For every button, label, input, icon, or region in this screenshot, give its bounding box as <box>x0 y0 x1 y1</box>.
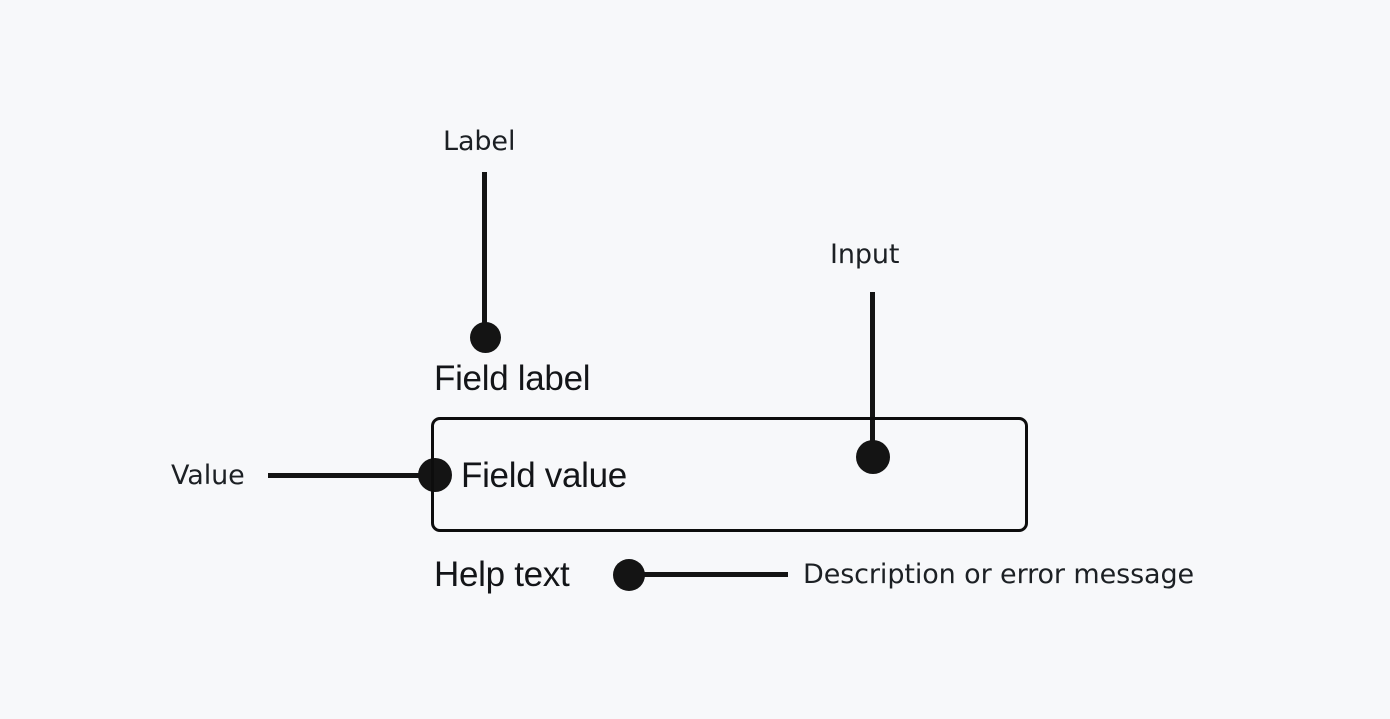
field-value-text[interactable]: Field value <box>461 456 627 495</box>
annotation-label-text: Label <box>443 126 516 157</box>
anchor-dot-label <box>470 322 501 353</box>
anchor-dot-help-text <box>613 559 645 591</box>
leader-line-input <box>870 292 875 462</box>
leader-line-description <box>643 572 788 577</box>
anchor-dot-input <box>856 440 890 474</box>
annotation-value-text: Value <box>171 460 245 491</box>
annotation-description-text: Description or error message <box>803 559 1195 590</box>
field-label: Field label <box>434 359 591 398</box>
annotation-input-text: Input <box>830 239 900 270</box>
help-text-label: Help text <box>434 555 570 594</box>
anchor-dot-value <box>418 458 452 492</box>
leader-line-value <box>268 473 440 478</box>
leader-line-label <box>482 172 487 340</box>
field-input-box[interactable] <box>431 417 1028 532</box>
